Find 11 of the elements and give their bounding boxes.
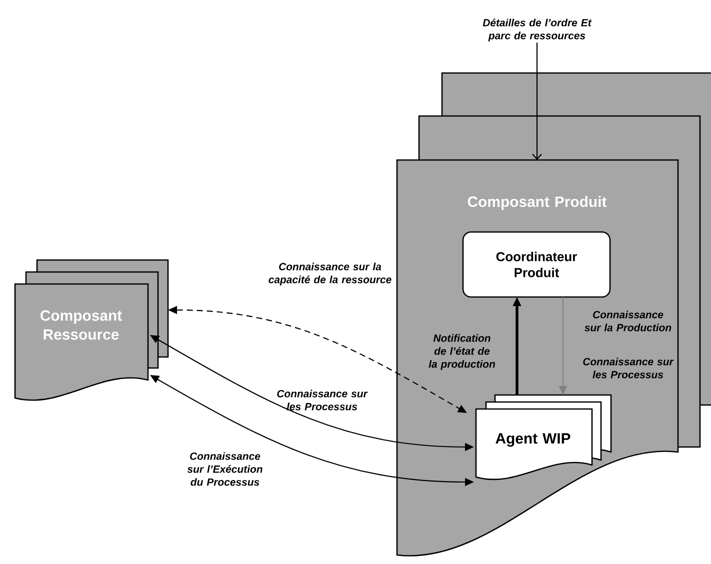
edge-label: Connaissance sur la Production [584, 310, 672, 332]
document-stack: Composant Ressource [14, 259, 169, 401]
annotation: Connaissance sur les Processus [583, 358, 674, 378]
edge-label: Connaissance sur l’Exécution du Processus [187, 452, 262, 486]
edge-label: Connaissance sur les Processus [277, 390, 368, 410]
arrow [532, 42, 542, 160]
document-stack: Agent WIP [475, 394, 612, 480]
process-box: Coordinateur Produit [462, 231, 611, 298]
edge-label: Connaissance sur la capacité de la ressource [268, 262, 392, 286]
edge-label: Notification de l’état de la production [428, 334, 495, 370]
input-text: Détailles de l’ordre Et parc de ressources [482, 18, 592, 42]
